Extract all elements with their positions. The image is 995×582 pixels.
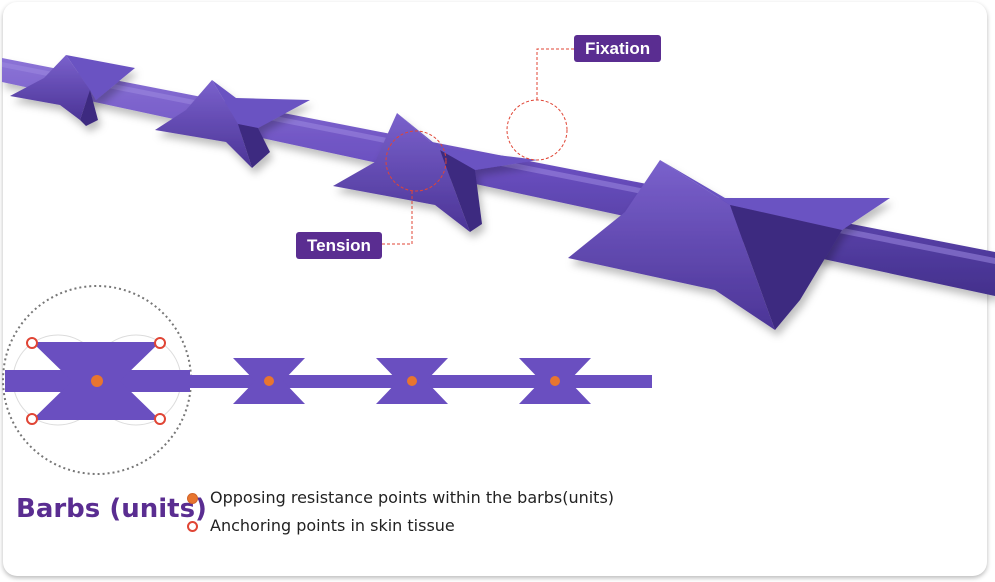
tension-callout-circle: [385, 130, 447, 192]
thread-3d-barb: [333, 113, 538, 232]
legend-item-resistance: Opposing resistance points within the ba…: [187, 488, 614, 507]
fixation-callout-line: [536, 48, 574, 100]
tension-label: Tension: [296, 232, 382, 259]
resistance-point-marker: [91, 375, 103, 387]
anchoring-point-marker: [26, 337, 38, 349]
hollow-circle-icon: [187, 521, 198, 532]
resistance-point-marker: [407, 376, 417, 386]
legend-item-anchoring: Anchoring points in skin tissue: [187, 516, 455, 535]
tension-callout-line: [382, 191, 413, 245]
legend-label: Anchoring points in skin tissue: [210, 516, 455, 535]
resistance-point-marker: [550, 376, 560, 386]
thread-3d-barb: [568, 160, 890, 330]
filled-dot-icon: [187, 493, 198, 504]
fixation-label: Fixation: [574, 35, 662, 62]
anchoring-point-marker: [154, 337, 166, 349]
anchoring-point-marker: [26, 413, 38, 425]
resistance-point-marker: [264, 376, 274, 386]
fixation-callout-circle: [506, 99, 568, 161]
legend-title: Barbs (units): [16, 494, 207, 524]
anchoring-point-marker: [154, 413, 166, 425]
legend-label: Opposing resistance points within the ba…: [210, 488, 615, 507]
thread-3d-barb: [10, 55, 135, 126]
thread-3d-barb: [155, 80, 310, 168]
